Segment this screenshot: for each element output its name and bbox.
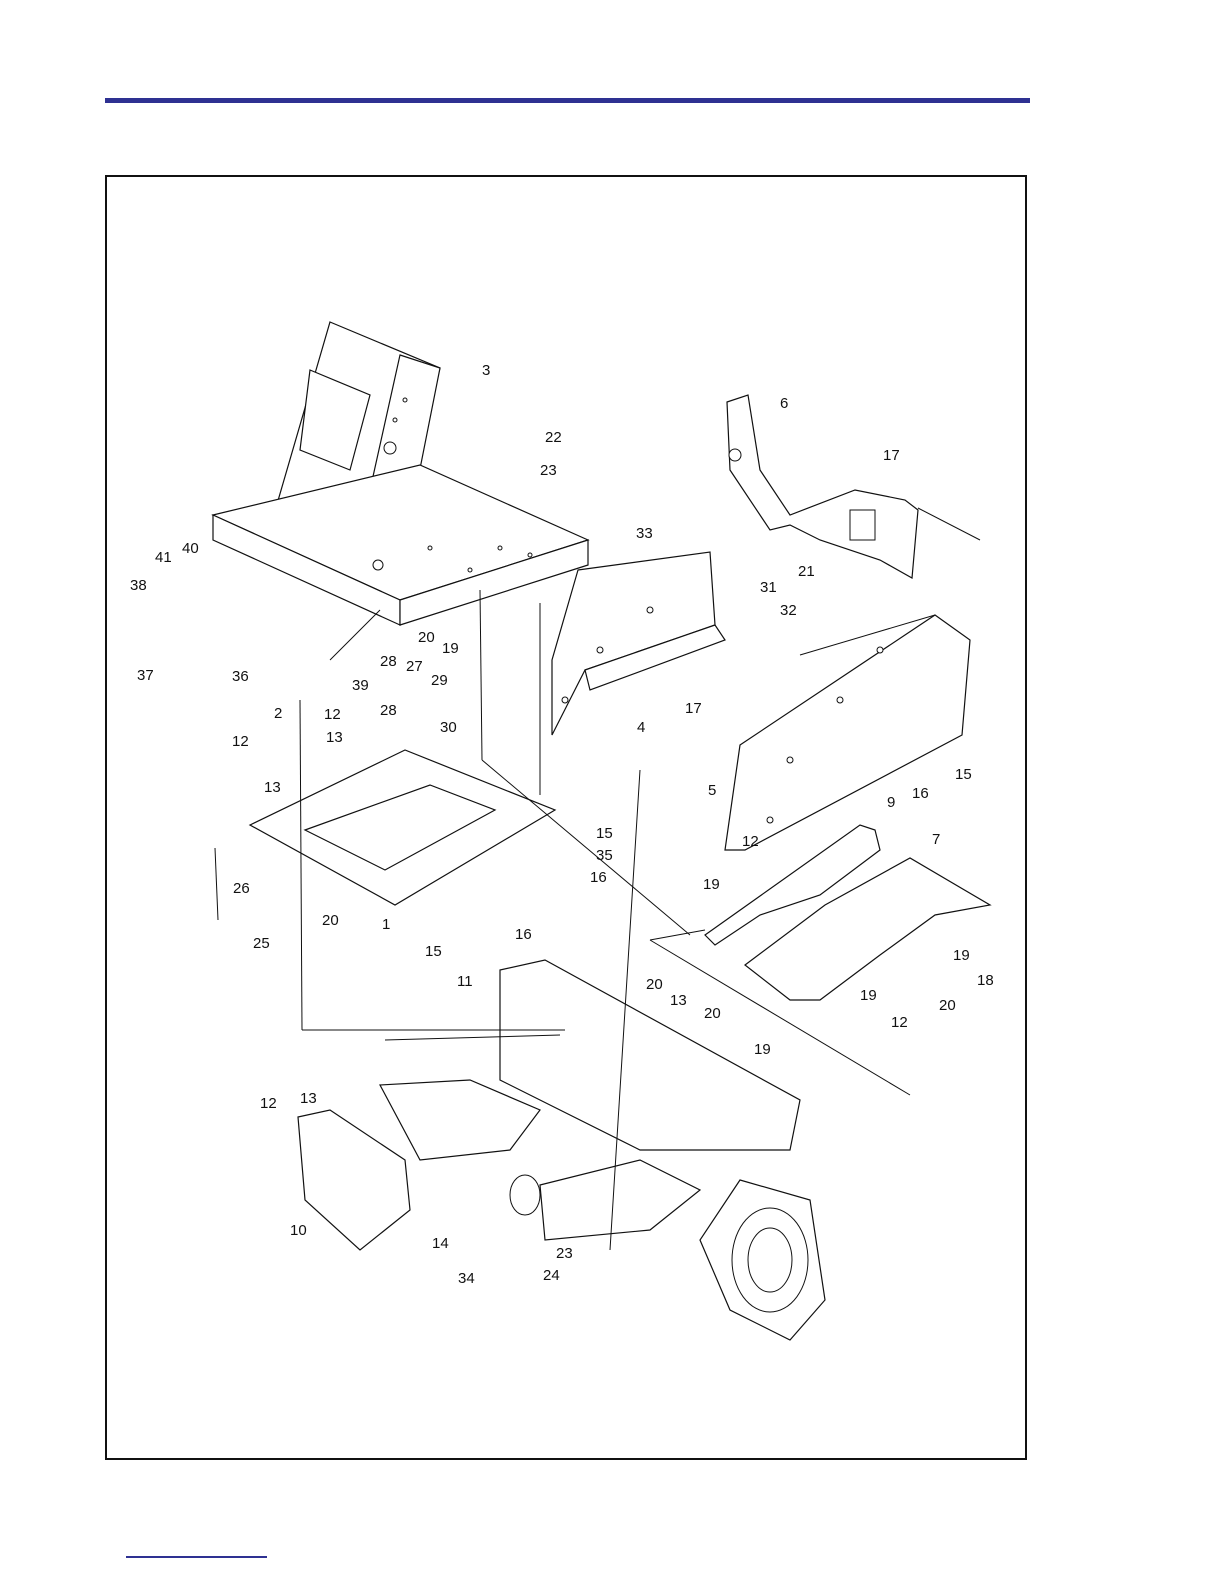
callout-34: 34: [458, 1270, 475, 1287]
callout-38: 38: [130, 577, 147, 594]
part-4-side-panel: [540, 552, 725, 795]
callout-17: 17: [685, 700, 702, 717]
callout-20: 20: [418, 629, 435, 646]
callout-13: 13: [300, 1090, 317, 1107]
callout-32: 32: [780, 602, 797, 619]
callout-13: 13: [264, 779, 281, 796]
callout-16: 16: [912, 785, 929, 802]
part-5-long-panel: [725, 615, 970, 850]
callout-41: 41: [155, 549, 172, 566]
callout-19: 19: [754, 1041, 771, 1058]
callout-16: 16: [590, 869, 607, 886]
part-11-main-frame: [380, 960, 825, 1340]
callout-13: 13: [670, 992, 687, 1009]
callout-20: 20: [939, 997, 956, 1014]
callout-22: 22: [545, 429, 562, 446]
callout-36: 36: [232, 668, 249, 685]
callout-13: 13: [326, 729, 343, 746]
callout-40: 40: [182, 540, 199, 557]
callout-19: 19: [953, 947, 970, 964]
callout-20: 20: [704, 1005, 721, 1022]
callout-5: 5: [708, 782, 716, 799]
part-1-floor-plate: [215, 750, 555, 920]
callout-37: 37: [137, 667, 154, 684]
callout-12: 12: [232, 733, 249, 750]
callout-15: 15: [425, 943, 442, 960]
callout-12: 12: [324, 706, 341, 723]
callout-23: 23: [556, 1245, 573, 1262]
callout-6: 6: [780, 395, 788, 412]
callout-12: 12: [742, 833, 759, 850]
callout-18: 18: [977, 972, 994, 989]
callout-39: 39: [352, 677, 369, 694]
callout-31: 31: [760, 579, 777, 596]
callout-29: 29: [431, 672, 448, 689]
callout-1: 1: [382, 916, 390, 933]
callout-26: 26: [233, 880, 250, 897]
part-10-guard: [298, 1110, 410, 1250]
callout-19: 19: [442, 640, 459, 657]
callout-10: 10: [290, 1222, 307, 1239]
callout-2: 2: [274, 705, 282, 722]
callout-35: 35: [596, 847, 613, 864]
callout-7: 7: [932, 831, 940, 848]
callout-28: 28: [380, 653, 397, 670]
callout-28: 28: [380, 702, 397, 719]
part-6-bracket: [727, 395, 980, 578]
callout-15: 15: [596, 825, 613, 842]
callout-23: 23: [540, 462, 557, 479]
callout-4: 4: [637, 719, 645, 736]
callout-24: 24: [543, 1267, 560, 1284]
callout-17: 17: [883, 447, 900, 464]
callout-11: 11: [457, 973, 473, 990]
callout-12: 12: [260, 1095, 277, 1112]
callout-3: 3: [482, 362, 490, 379]
callout-33: 33: [636, 525, 653, 542]
callout-30: 30: [440, 719, 457, 736]
callout-16: 16: [515, 926, 532, 943]
callout-19: 19: [860, 987, 877, 1004]
callout-20: 20: [322, 912, 339, 929]
platform-deck: [213, 465, 588, 625]
callout-19: 19: [703, 876, 720, 893]
callout-12: 12: [891, 1014, 908, 1031]
callout-14: 14: [432, 1235, 449, 1252]
callout-25: 25: [253, 935, 270, 952]
callout-9: 9: [887, 794, 895, 811]
callout-27: 27: [406, 658, 423, 675]
callout-15: 15: [955, 766, 972, 783]
callout-20: 20: [646, 976, 663, 993]
callout-21: 21: [798, 563, 815, 580]
